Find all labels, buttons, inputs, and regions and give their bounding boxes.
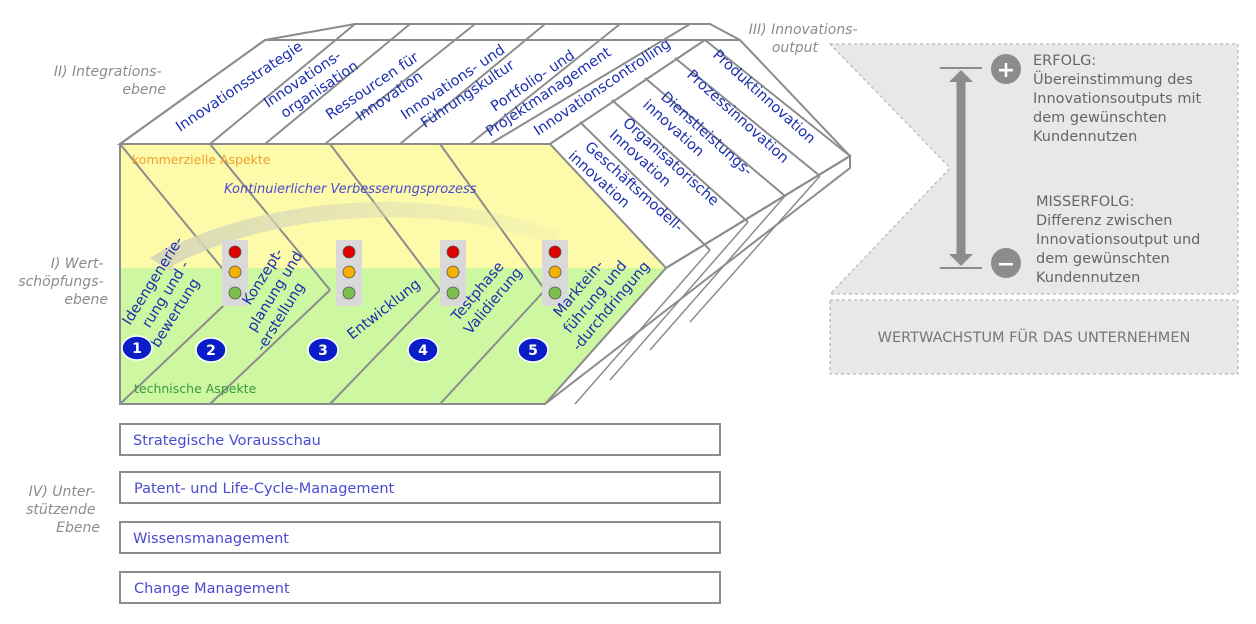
svg-text:−: − [997,252,1015,277]
technical-aspects-label: technische Aspekte [134,381,257,396]
support-bar-change: Change Management [119,571,721,604]
success-text: ERFOLG: Übereinstimmung des Innovationso… [1033,53,1206,145]
svg-text:+: + [997,58,1015,83]
traffic-light-4 [542,240,568,306]
commercial-aspects-label: kommerzielle Aspekte [132,152,271,167]
svg-text:Patent- und Life-Cycle-Managem: Patent- und Life-Cycle-Management [134,481,395,497]
phase-number-1: 1 [121,335,153,361]
output-side-face [544,38,852,405]
svg-text:5: 5 [528,343,538,359]
support-bar-strategic-foresight: Strategische Vorausschau [119,423,721,456]
svg-text:2: 2 [206,343,216,359]
minus-icon: − [991,248,1021,278]
phase-number-3: 3 [307,337,339,363]
plus-icon: + [991,54,1021,84]
svg-text:4: 4 [418,343,428,359]
svg-text:1: 1 [132,341,142,357]
svg-text:3: 3 [318,343,328,359]
level-label-value-creation: I) Wert- schöpfungs- ebene [18,256,108,308]
traffic-light-1 [222,240,248,306]
output-panel [828,43,1239,295]
traffic-light-3 [440,240,466,306]
level-label-support: IV) Unter- stützende Ebene [26,484,100,536]
svg-text:Strategische Vorausschau: Strategische Vorausschau [133,433,321,449]
kvp-arrow [150,201,560,272]
phase-number-5: 5 [517,337,549,363]
kvp-label: Kontinuierlicher Verbesserungsprozess [224,182,477,197]
phase-number-4: 4 [407,337,439,363]
level-label-integration: II) Integrations- ebene [54,64,166,98]
svg-text:Wissensmanagement: Wissensmanagement [133,531,289,547]
value-growth-box: WERTWACHSTUM FÜR DAS UNTERNEHMEN [829,299,1239,375]
svg-text:Change Management: Change Management [134,581,290,597]
failure-text: MISSERFOLG: Differenz zwischen Innovatio… [1036,194,1205,286]
support-bar-patent-lifecycle: Patent- und Life-Cycle-Management [119,471,721,504]
support-bar-knowledge: Wissensmanagement [119,521,721,554]
traffic-light-2 [336,240,362,306]
svg-text:WERTWACHSTUM FÜR DAS UNTERNEHM: WERTWACHSTUM FÜR DAS UNTERNEHMEN [878,328,1191,346]
level-label-output: III) Innovations- output [749,22,862,56]
phase-number-2: 2 [195,337,227,363]
